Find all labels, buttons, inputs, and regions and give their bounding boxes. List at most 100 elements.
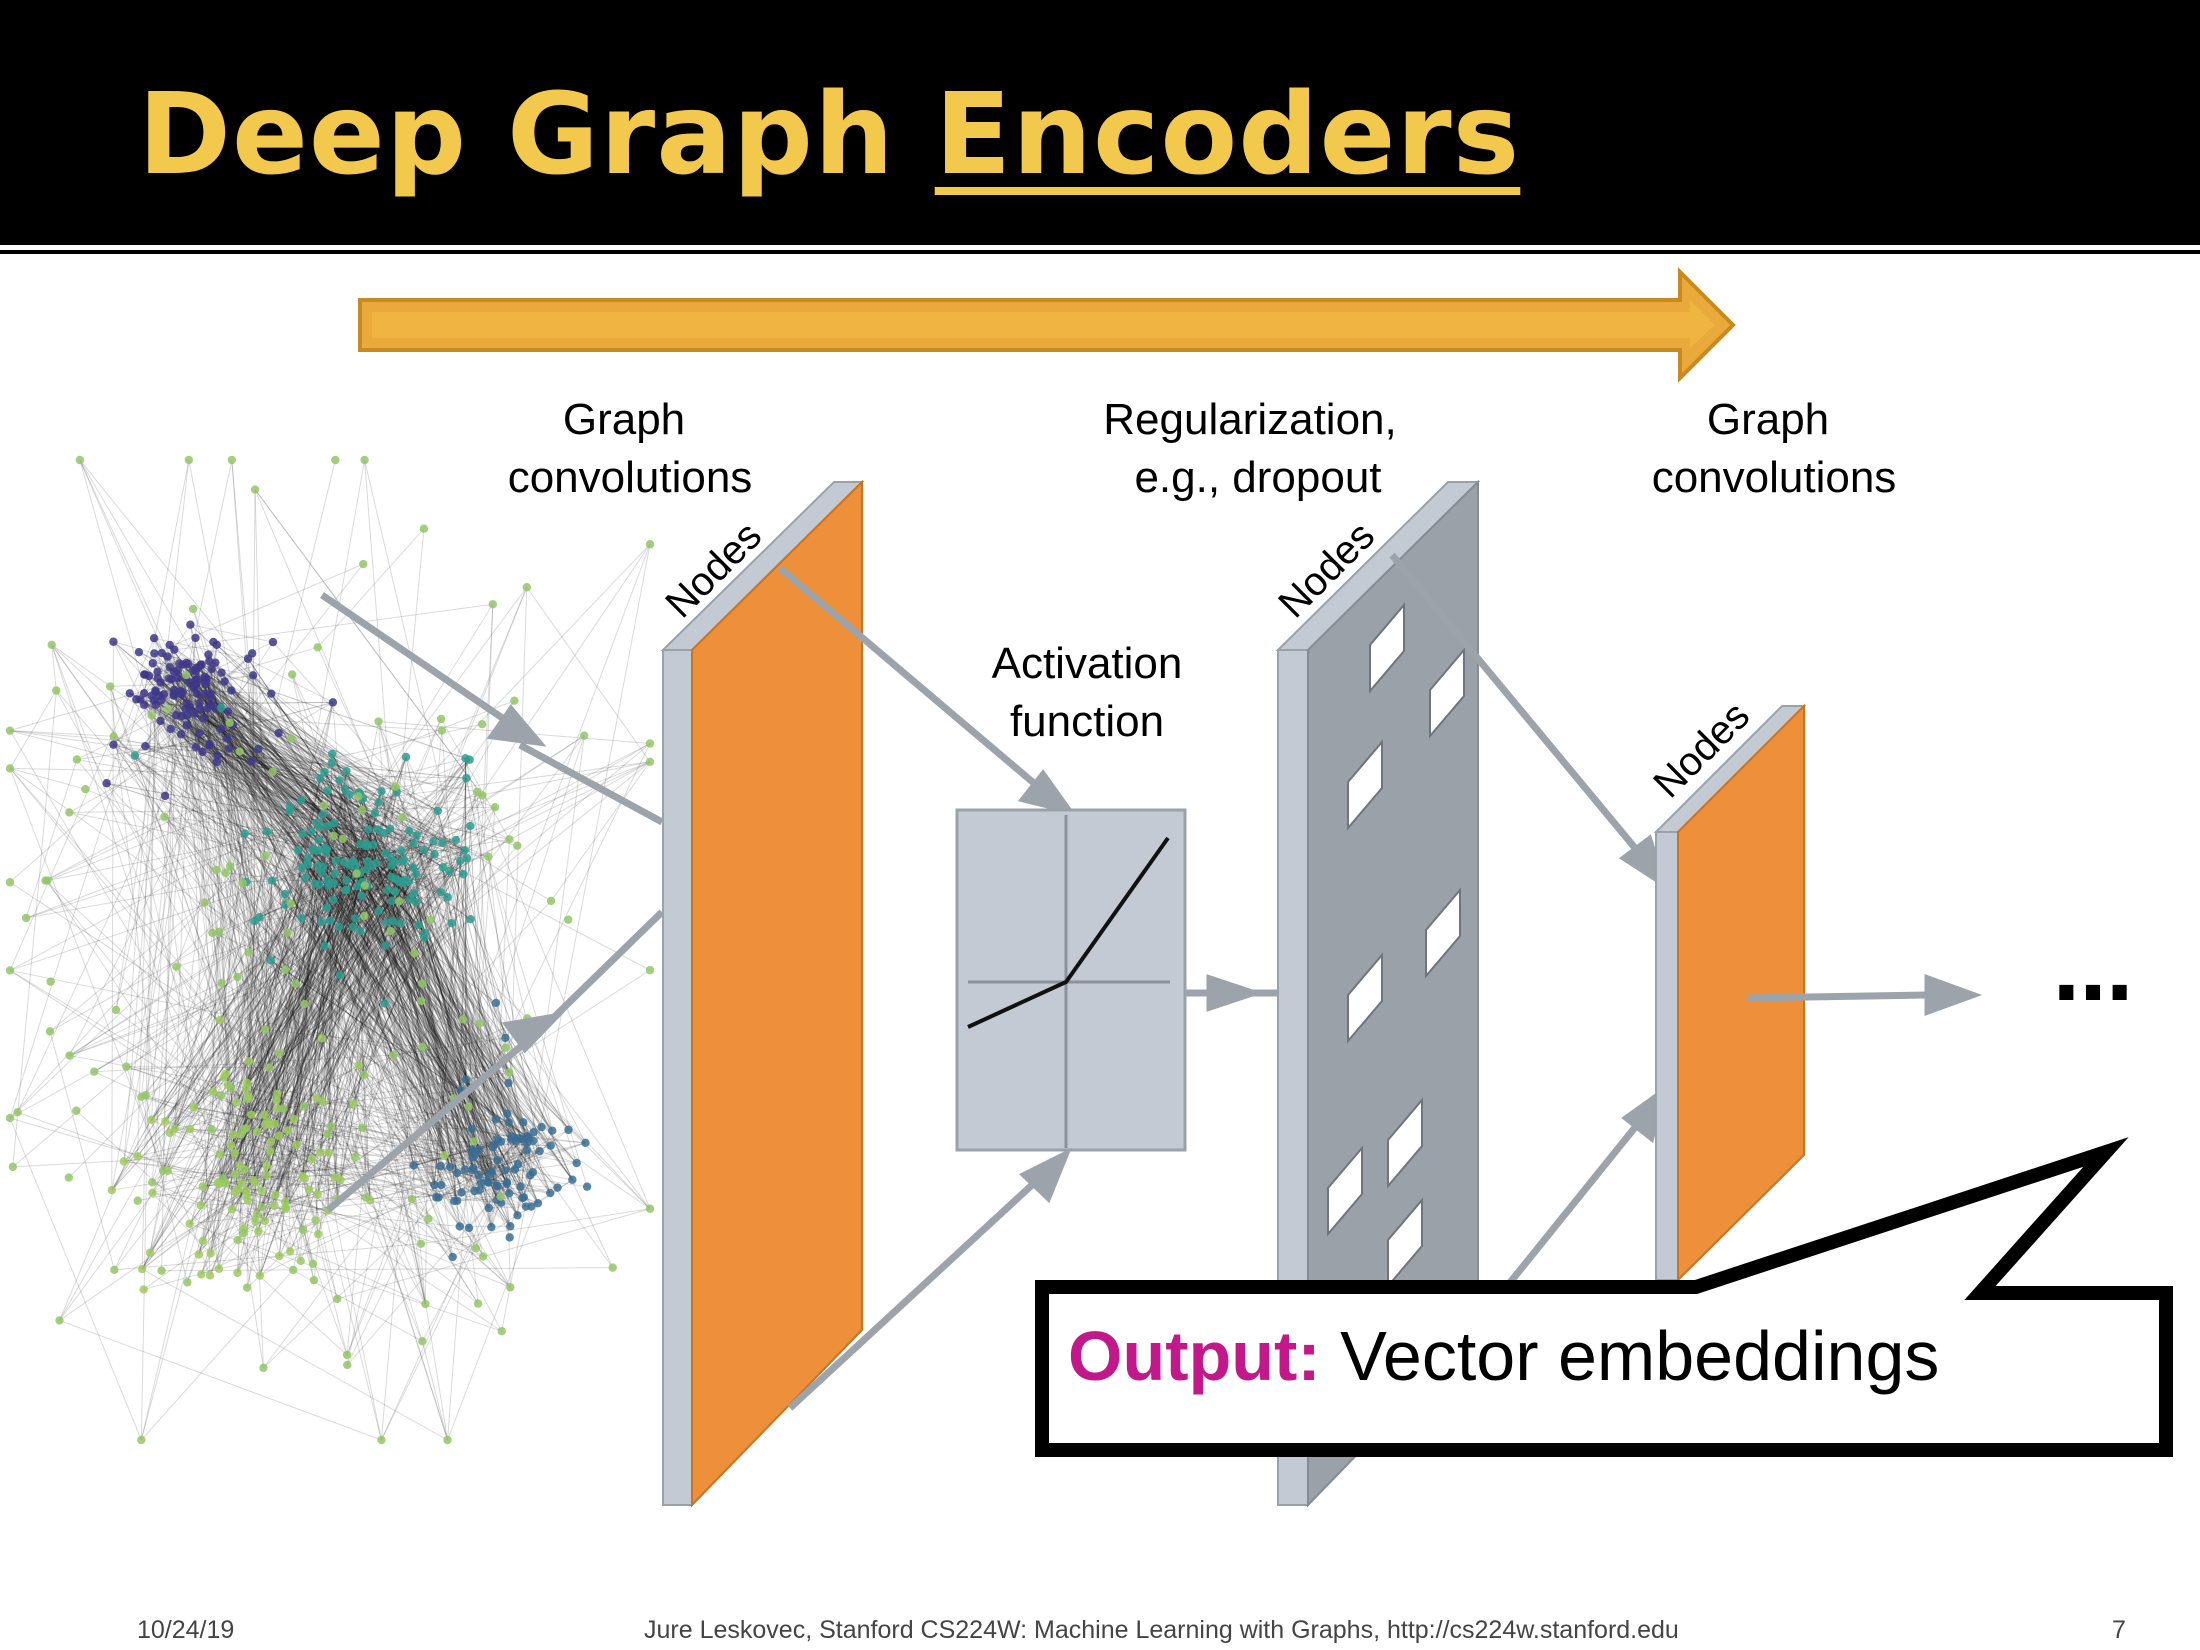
- network-node: [386, 926, 395, 936]
- network-node: [185, 1219, 194, 1228]
- network-node: [645, 540, 655, 549]
- network-node: [242, 1283, 252, 1292]
- label-regularization-line2: e.g., dropout: [1134, 453, 1381, 502]
- network-node: [516, 1182, 525, 1191]
- network-node: [424, 1214, 433, 1223]
- network-node: [405, 894, 415, 904]
- network-node: [286, 899, 295, 908]
- relu-curve: [967, 836, 1170, 1029]
- network-node: [348, 922, 358, 932]
- network-node: [487, 1222, 496, 1232]
- network-node: [250, 916, 259, 926]
- network-node: [505, 1189, 514, 1198]
- graph-conv-layer-1: [660, 479, 865, 1508]
- dropout-hole: [1369, 602, 1405, 694]
- network-node: [215, 1015, 225, 1025]
- network-node: [182, 721, 191, 730]
- network-node: [437, 1180, 446, 1190]
- network-node: [217, 978, 226, 988]
- network-node: [270, 1201, 279, 1210]
- network-node: [247, 649, 257, 658]
- network-node: [45, 1027, 55, 1036]
- network-node: [109, 740, 118, 749]
- network-node: [150, 649, 159, 658]
- network-node: [227, 455, 237, 465]
- network-node: [327, 758, 336, 768]
- network-node: [469, 1137, 479, 1146]
- network-node: [377, 787, 386, 796]
- network-node: [359, 559, 368, 569]
- network-node: [300, 999, 309, 1009]
- network-node: [215, 1150, 225, 1159]
- network-node: [513, 1160, 523, 1169]
- network-node: [342, 1350, 352, 1360]
- network-node: [141, 1090, 150, 1100]
- network-node: [503, 1109, 512, 1118]
- network-node: [165, 1128, 175, 1138]
- network-node: [230, 1149, 239, 1158]
- label-graph-conv-1-line1: Graph: [563, 395, 685, 444]
- network-node: [158, 1166, 168, 1175]
- network-node: [272, 1096, 281, 1105]
- network-node: [205, 1271, 215, 1280]
- network-node: [191, 633, 200, 643]
- network-node: [535, 1146, 544, 1156]
- network-node: [462, 854, 472, 863]
- network-node: [153, 667, 162, 676]
- network-node: [471, 1243, 481, 1253]
- network-node: [207, 1124, 216, 1134]
- network-node: [356, 839, 365, 849]
- network-node: [323, 786, 332, 795]
- network-node: [147, 1115, 156, 1125]
- network-node: [300, 1174, 310, 1183]
- network-node: [240, 829, 250, 838]
- network-node: [260, 1025, 270, 1034]
- network-node: [200, 676, 209, 685]
- network-node: [356, 926, 365, 936]
- network-node: [259, 1363, 268, 1373]
- network-node: [313, 643, 322, 652]
- network-node: [172, 962, 181, 971]
- network-node: [274, 1131, 284, 1140]
- network-node: [212, 640, 221, 650]
- network-node: [147, 1178, 157, 1187]
- network-node: [147, 691, 156, 700]
- network-node: [478, 1252, 488, 1261]
- network-node: [5, 966, 15, 975]
- network-node: [148, 659, 157, 668]
- network-node: [139, 688, 149, 698]
- output-text: Vector embeddings: [1321, 1317, 1940, 1395]
- label-regularization-line1: Regularization,: [1103, 395, 1397, 444]
- network-node: [215, 927, 224, 937]
- network-node: [582, 1182, 592, 1191]
- network-node: [374, 717, 383, 726]
- network-node: [387, 896, 397, 906]
- network-node: [198, 1236, 208, 1246]
- network-node: [13, 1108, 22, 1117]
- network-node: [247, 1110, 256, 1119]
- network-node: [226, 1141, 236, 1150]
- network-node: [473, 1299, 483, 1308]
- network-node: [46, 977, 55, 986]
- network-node: [205, 657, 214, 666]
- network-node: [190, 709, 199, 718]
- network-node: [492, 1181, 502, 1190]
- network-node: [387, 872, 396, 881]
- network-node: [515, 1134, 525, 1143]
- network-node: [238, 878, 247, 888]
- network-node: [455, 1222, 464, 1231]
- dropout-hole: [1347, 952, 1383, 1044]
- network-node: [414, 920, 423, 929]
- network-node: [429, 836, 438, 846]
- network-node: [221, 868, 230, 877]
- network-node: [412, 870, 421, 879]
- network-node: [244, 948, 253, 957]
- network-node: [260, 1110, 269, 1119]
- network-node: [327, 749, 337, 759]
- network-node: [448, 1252, 457, 1262]
- network-node: [216, 1091, 226, 1100]
- network-node: [416, 1239, 426, 1248]
- network-node: [440, 1151, 449, 1160]
- network-node: [466, 915, 475, 924]
- network-node: [81, 784, 90, 794]
